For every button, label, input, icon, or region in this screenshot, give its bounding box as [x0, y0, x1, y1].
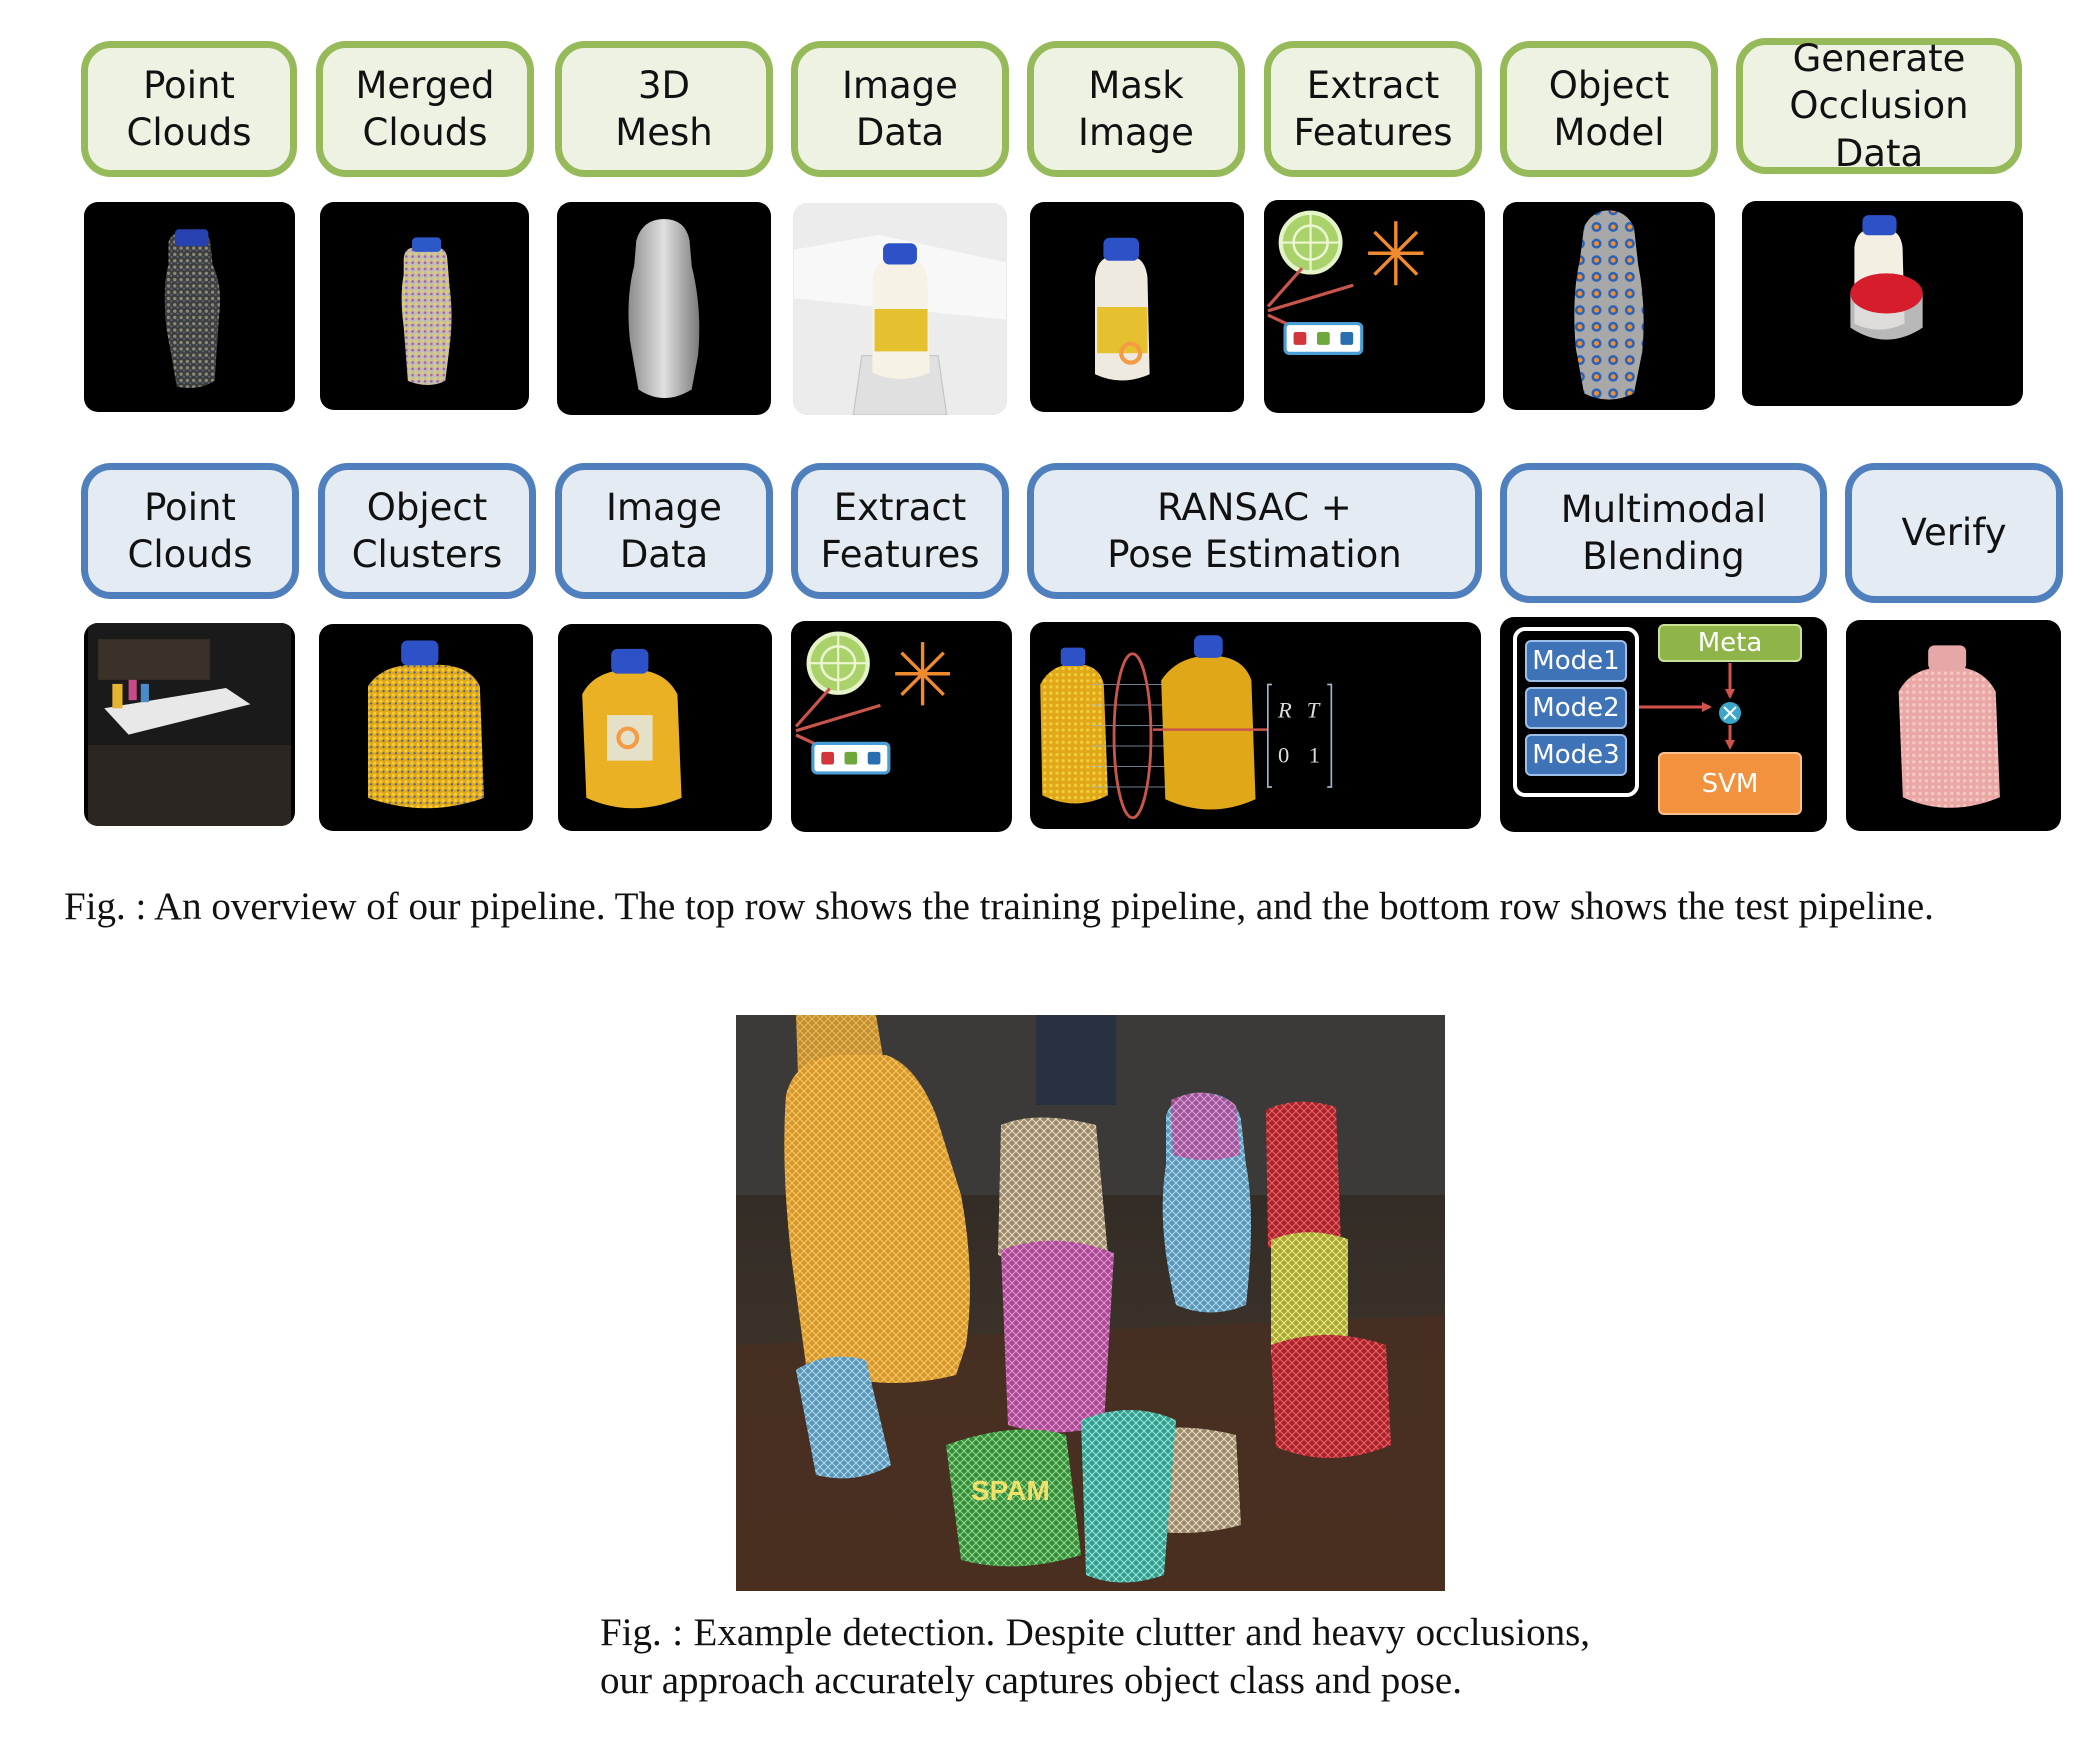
step-image-data-test: Image Data — [555, 463, 773, 599]
detergent-photo-thumbnail — [558, 624, 772, 831]
mode1-box: Mode1 — [1525, 640, 1627, 682]
feature-model-bottle-thumbnail — [1503, 202, 1715, 410]
step-point-clouds-test: Point Clouds — [81, 463, 299, 599]
merged-cloud-bottle-thumbnail — [320, 202, 529, 410]
svg-text:SPAM: SPAM — [971, 1475, 1050, 1506]
step-object-model: Object Model — [1500, 41, 1718, 177]
pose-matrix-one: 1 — [1309, 742, 1320, 767]
blending-arrows — [1639, 663, 1741, 750]
bottle-photo-thumbnail — [793, 203, 1007, 415]
step-image-data-train: Image Data — [791, 41, 1009, 177]
svm-box: SVM — [1658, 752, 1802, 815]
feature-descriptors-thumbnail — [791, 621, 1012, 832]
verified-detergent-thumbnail — [1846, 620, 2061, 831]
pipeline-figure-caption: Fig. : An overview of our pipeline. The … — [64, 885, 1934, 928]
pose-matrix-zero: 0 — [1278, 742, 1289, 767]
step-extract-features-test: Extract Features — [791, 463, 1009, 599]
step-extract-features-train: Extract Features — [1264, 41, 1482, 177]
masked-bottle-thumbnail — [1030, 202, 1244, 412]
blending-diagram-thumbnail: Mode1 Mode2 Mode3 Meta SVM — [1500, 617, 1827, 832]
step-verify: Verify — [1845, 463, 2063, 603]
mode3-box: Mode3 — [1525, 734, 1627, 776]
mode2-box: Mode2 — [1525, 687, 1627, 729]
point-cloud-bottle-thumbnail — [84, 202, 295, 412]
detergent-cluster-thumbnail — [319, 624, 533, 831]
step-multimodal-blending: Multimodal Blending — [1500, 463, 1827, 603]
cluttered-scene-thumbnail — [84, 623, 295, 826]
step-object-clusters: Object Clusters — [318, 463, 536, 599]
step-merged-clouds: Merged Clouds — [316, 41, 534, 177]
ransac-matching-thumbnail: R T 0 1 — [1030, 622, 1481, 829]
meta-box: Meta — [1658, 624, 1802, 662]
feature-descriptors-thumbnail — [1264, 200, 1485, 413]
step-ransac-pose-estimation: RANSAC + Pose Estimation — [1027, 463, 1482, 599]
mesh-bottle-thumbnail — [557, 202, 771, 415]
detection-figure-caption: Fig. : Example detection. Despite clutte… — [600, 1611, 1590, 1702]
step-3d-mesh: 3D Mesh — [555, 41, 773, 177]
mode-stack — [1513, 627, 1639, 797]
step-generate-occlusion-data: Generate Occlusion Data — [1736, 37, 2022, 175]
step-mask-image: Mask Image — [1027, 41, 1245, 177]
step-point-clouds-train: Point Clouds — [81, 41, 297, 177]
pose-matrix-t: T — [1307, 697, 1321, 722]
occluded-bottle-thumbnail — [1742, 201, 2023, 406]
pose-matrix-r: R — [1277, 697, 1292, 722]
cluttered-table-detection-photo: SPAM — [736, 1015, 1445, 1591]
